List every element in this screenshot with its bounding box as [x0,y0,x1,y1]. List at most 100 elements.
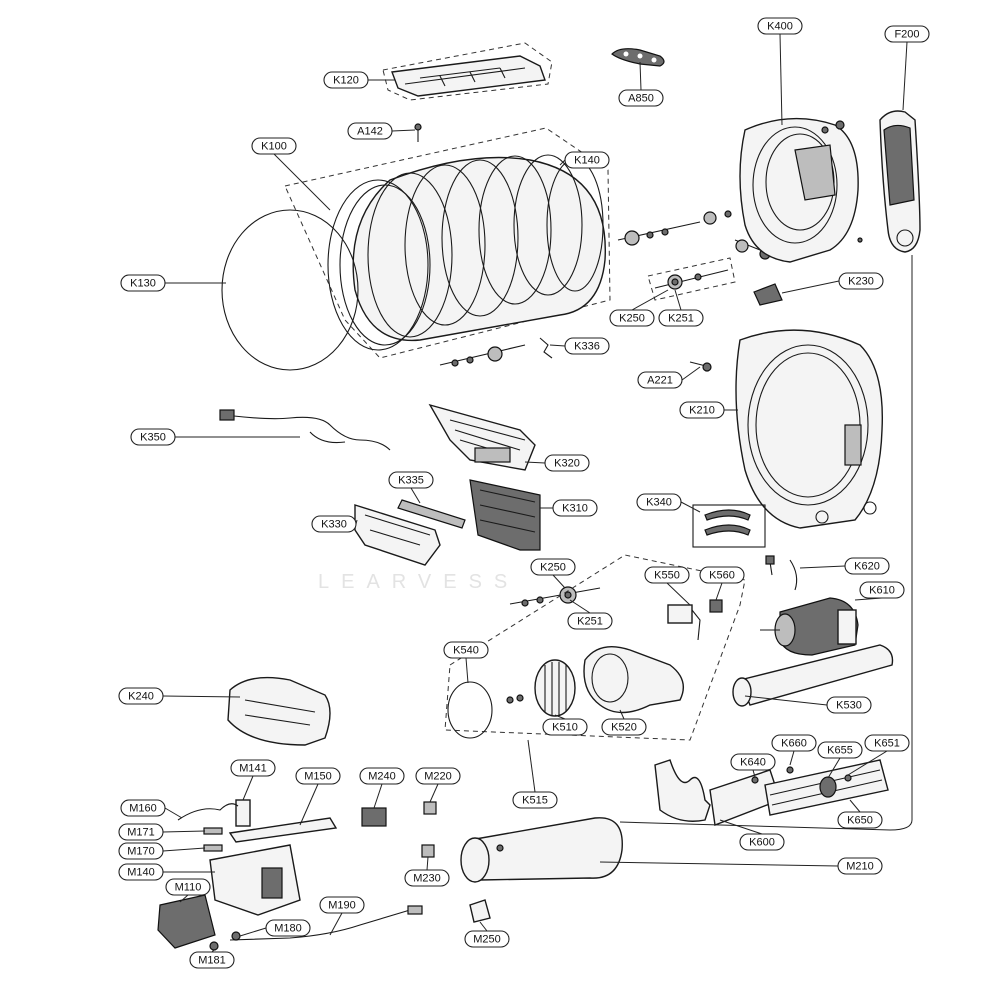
watermark-text: LEARVESS [318,571,519,593]
callout-pill-k400 [757,17,803,35]
leader-k660 [789,750,795,766]
leader-k340 [680,501,701,513]
callout-label-k651: K651 [874,738,900,750]
leader-k540 [465,657,469,684]
leader-k335 [410,487,421,504]
callout-pill-k655 [817,741,863,759]
callout-pill-m220 [415,767,461,785]
part-k520-blower-housing [583,646,684,714]
leader-k100 [273,153,331,211]
callout-pill-m160 [120,799,166,817]
part-a142-screw [414,123,422,142]
callout-pill-m140 [118,863,164,881]
part-k530-duct [732,644,894,707]
callout-pill-a850 [618,89,664,107]
callout-pill-k230 [838,272,884,290]
callout-pill-m181 [189,951,235,969]
part-k660-screw [786,766,794,774]
leader-a850 [639,61,642,91]
callout-label-k640: K640 [740,757,766,769]
leader-k515 [527,739,536,793]
part-m230-sensor [421,844,435,858]
leader-k230 [781,280,840,294]
part-k510-blower-wheel [506,659,576,717]
callout-label-k210: K210 [689,405,715,417]
callout-label-k550: K550 [654,570,680,582]
callout-label-m230: M230 [413,873,441,885]
leader-m210 [599,861,839,867]
callout-pill-m230 [404,869,450,887]
leader-k650 [849,799,861,813]
part-m220-thermistor [423,801,437,815]
part-k130-gasket [221,209,359,371]
part-k335-strip [397,499,466,529]
callout-label-k336: K336 [574,341,600,353]
callout-pill-f200 [884,25,930,43]
callout-pill-k130 [120,274,166,292]
callout-label-k655: K655 [827,745,853,757]
callout-label-k320: K320 [554,458,580,470]
leader-k600 [719,819,763,835]
callout-pill-k250a [609,309,655,327]
part-k330-bracket [354,504,441,566]
part-k240-cover [227,676,331,746]
callout-pill-k550 [644,566,690,584]
callout-label-m170: M170 [127,846,155,858]
leader-k250b [552,574,566,589]
leader-f200 [902,41,908,111]
callout-pill-k250b [530,558,576,576]
callout-pill-k540 [443,641,489,659]
leader-m141 [242,775,254,801]
callout-label-k400: K400 [767,21,793,33]
part-m170-orifice [203,844,223,852]
callout-label-a850: A850 [628,93,654,105]
callout-label-k510: K510 [552,722,578,734]
part-m180-igniter [231,931,241,941]
callout-pill-k120 [323,71,369,89]
part-k560-fuse [709,599,723,613]
callout-pill-a142 [347,122,393,140]
callout-pill-m250 [464,930,510,948]
callout-pill-m141 [230,759,276,777]
leader-k520 [619,709,625,720]
callout-label-k251b: K251 [577,616,603,628]
callout-pill-k560 [699,566,745,584]
part-k610-motor [760,597,859,656]
part-k600-bracket [654,759,781,826]
callout-label-a142: A142 [357,126,383,138]
callout-label-k530: K530 [836,700,862,712]
part-m250-bracket [469,899,491,923]
leader-k251b [569,599,591,614]
part-k651-screw [844,774,852,782]
callout-pill-k320 [544,454,590,472]
part-k140-drum [327,154,606,351]
callout-label-m171: M171 [127,827,155,839]
leader-a142 [391,129,416,132]
callout-pill-k600 [739,833,785,851]
callout-label-k350: K350 [140,432,166,444]
callout-label-m220: M220 [424,771,452,783]
leader-k510 [554,714,566,720]
part-k230-bracket [753,283,783,306]
callout-pill-m180 [265,919,311,937]
callout-label-a221: A221 [647,375,673,387]
callout-label-k120: K120 [333,75,359,87]
part-k350-wire-harness [219,409,391,451]
part-k655-terminal [819,776,837,798]
leader-f200-to-m210 [619,255,913,831]
leader-m160 [164,807,183,819]
callout-label-m210: M210 [846,861,874,873]
callout-pill-k330 [311,515,357,533]
part-k250-roller-lower [509,586,601,607]
part-k250-roller-upper [647,257,736,301]
callout-label-k520: K520 [611,722,637,734]
leader-k251a [674,289,682,311]
part-m181-coil [209,941,219,951]
callout-pill-k140 [564,151,610,169]
callout-label-k251a: K251 [668,313,694,325]
callout-pill-k620 [844,557,890,575]
callout-label-k340: K340 [646,497,672,509]
callout-pill-k350 [130,428,176,446]
leader-k400 [779,33,783,126]
